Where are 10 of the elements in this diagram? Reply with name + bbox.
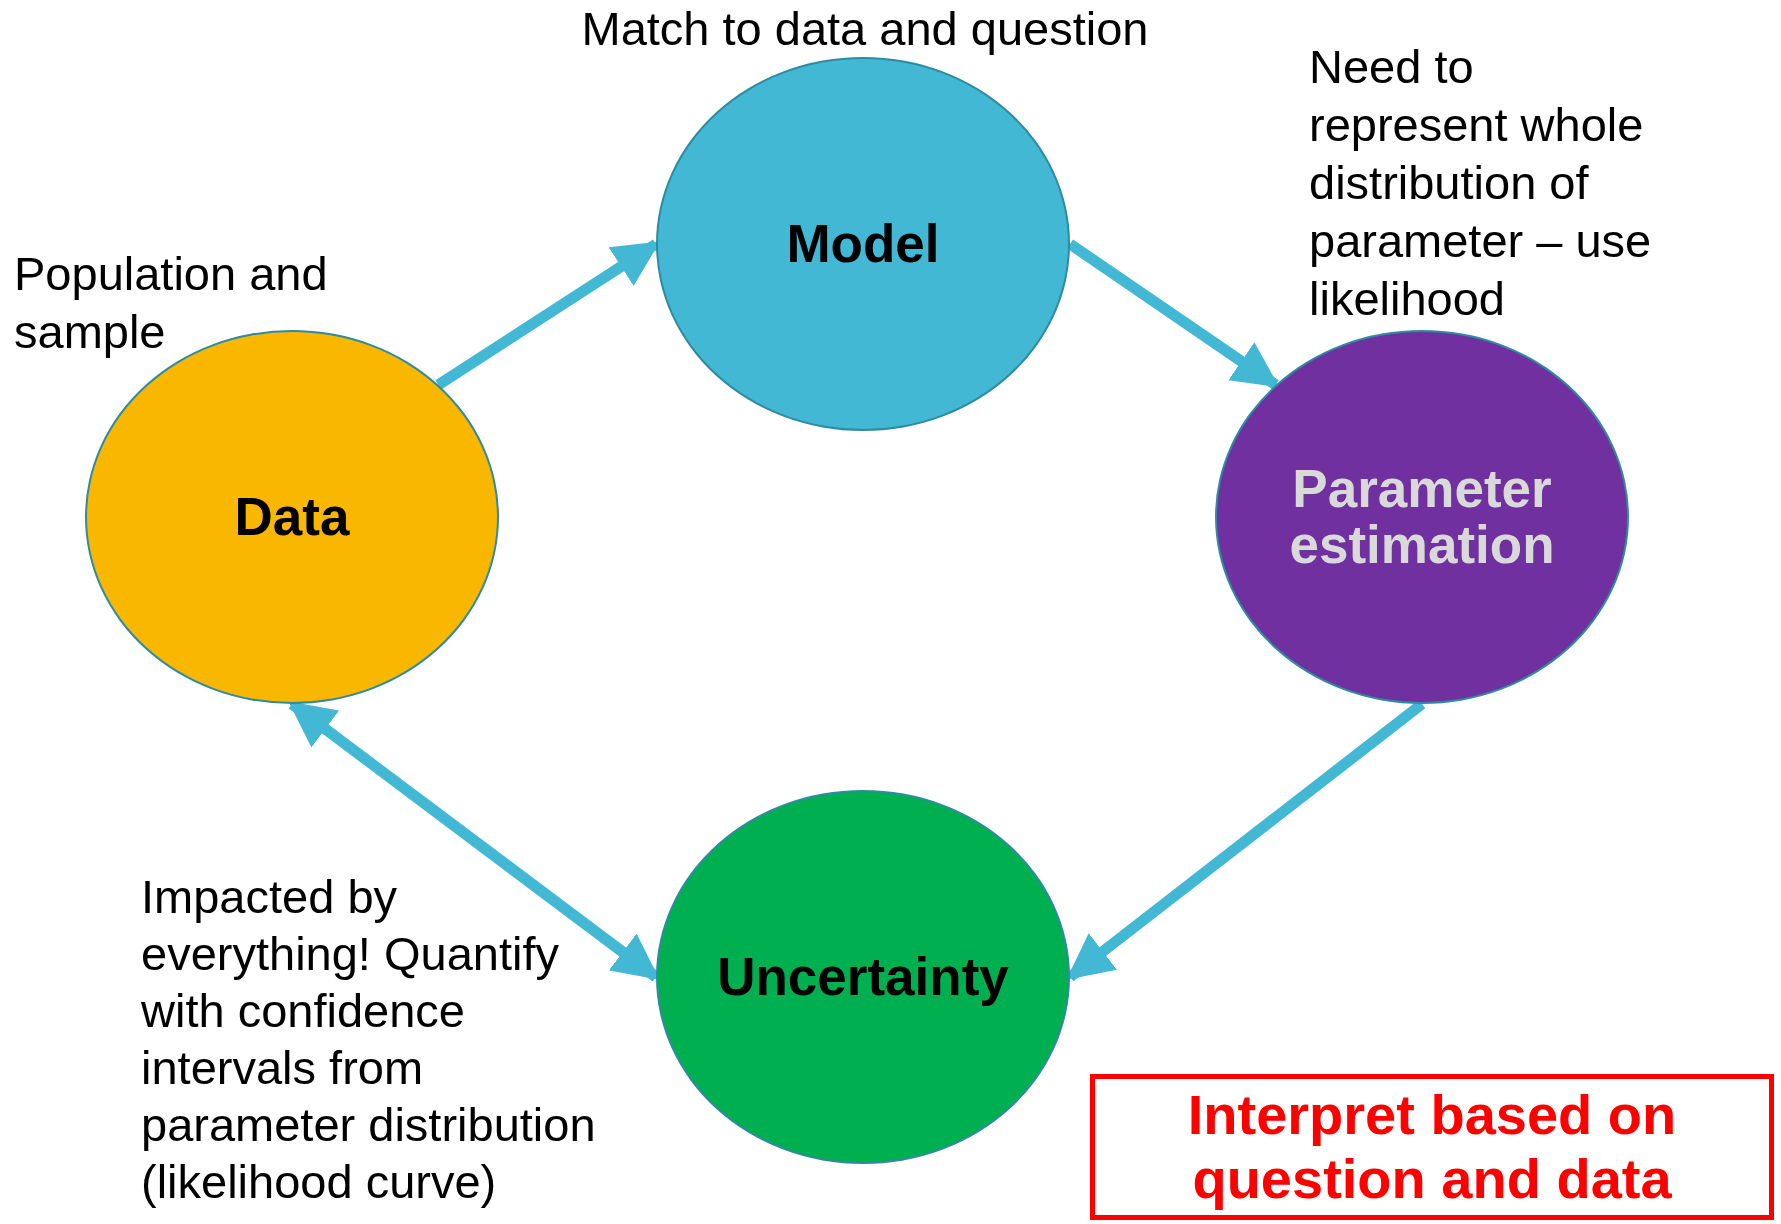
note-box [1090, 1074, 1774, 1220]
annotation-text: Population and sample [14, 246, 329, 360]
annotation-text: Need to represent whole distribution of parameter – use likelihood [1309, 39, 1653, 327]
node-label: Uncertainty [716, 949, 1010, 1005]
annotation-text: Match to data and question [580, 1, 1150, 57]
node-label: Parameter estimation [1288, 461, 1556, 573]
node-label: Model [785, 216, 941, 272]
node-label: Data [233, 489, 351, 545]
node-label: Interpret based on question and data [1186, 1083, 1678, 1211]
annotation-text: Impacted by everything! Quantify with confidence intervals from parameter distribution (likelihood curve) [141, 869, 597, 1210]
